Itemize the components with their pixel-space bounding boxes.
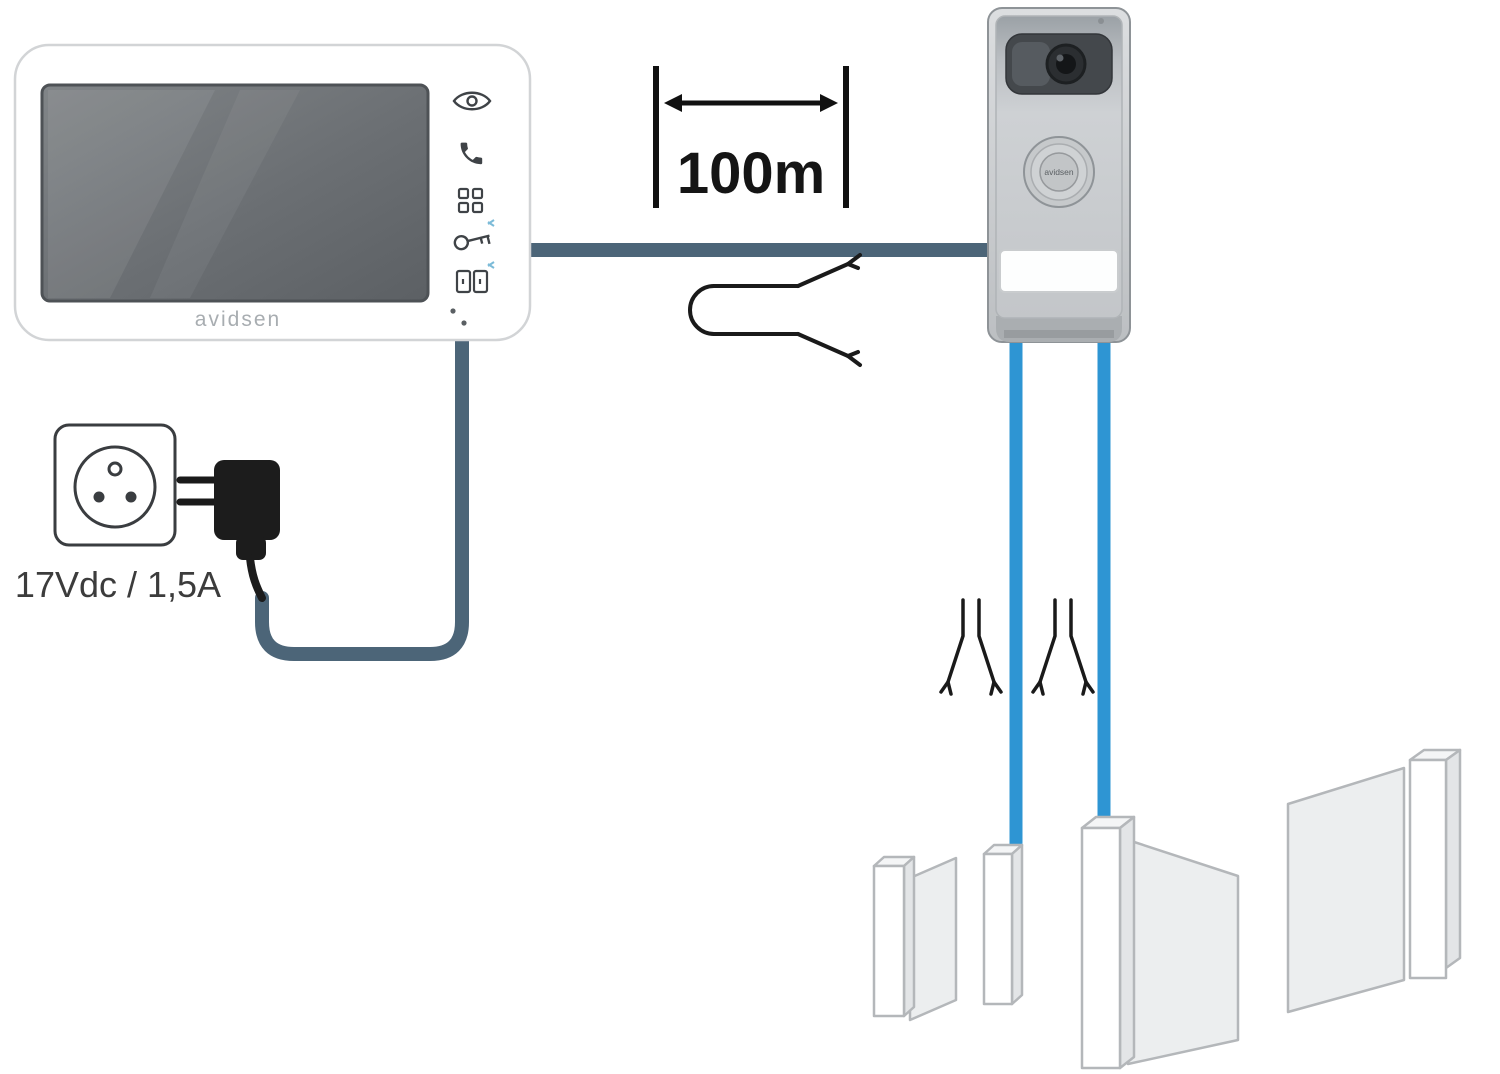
power-adapter — [176, 460, 280, 602]
arrowhead-left — [664, 94, 682, 112]
indoor-monitor: avidsen — [13, 43, 532, 342]
driveway-gate — [1080, 748, 1462, 1070]
post-side — [1118, 815, 1136, 1070]
cable-splice-icon — [688, 253, 862, 367]
post-side — [902, 855, 916, 1018]
wire-end-icon-1 — [939, 598, 1003, 696]
plug-prongs — [176, 476, 220, 506]
gate-panel — [1126, 838, 1240, 1066]
phone-icon — [460, 142, 483, 165]
camera-module — [1005, 33, 1113, 95]
gate-panel — [1286, 766, 1406, 1014]
ir-window — [1012, 42, 1050, 86]
door-release-icon — [455, 269, 489, 294]
distance-label: 100m — [677, 141, 825, 206]
gate-panel — [908, 856, 958, 1022]
adapter-cord — [246, 554, 266, 602]
screen-reflection — [48, 90, 215, 298]
strain-relief — [236, 536, 266, 560]
socket-icon — [73, 445, 157, 529]
eye-icon — [452, 91, 492, 111]
post-front — [1408, 758, 1448, 980]
doorbell-base — [996, 316, 1122, 342]
post-side — [1010, 843, 1024, 1006]
wire-end-icon-2 — [1031, 598, 1095, 696]
monitor-brand-label: avidsen — [195, 308, 281, 331]
menu-grid-icon — [457, 187, 484, 214]
post-front — [1080, 826, 1122, 1070]
power-cable — [255, 329, 469, 661]
post-front — [982, 852, 1014, 1006]
screen-reflection — [150, 90, 300, 298]
arrowhead-right — [820, 94, 838, 112]
socket-hole — [125, 491, 137, 503]
socket-hole — [93, 491, 105, 503]
adapter-body — [214, 460, 280, 540]
call-button: avidsen — [1023, 136, 1095, 208]
monitor-screen — [40, 83, 430, 303]
lens-glint — [1056, 54, 1064, 62]
screw — [1098, 18, 1104, 24]
door-indicator — [487, 261, 495, 269]
distance-measurement: 100m — [653, 66, 849, 208]
base-lip — [1004, 330, 1114, 338]
power-spec-label: 17Vdc / 1,5A — [15, 564, 221, 605]
pedestrian-gate — [872, 843, 1024, 1022]
power-outlet — [53, 423, 177, 547]
key-indicator — [487, 219, 495, 227]
nameplate — [999, 249, 1119, 293]
post-front — [872, 864, 906, 1018]
post-side — [1444, 748, 1462, 970]
outdoor-doorbell: avidsen — [987, 7, 1131, 343]
ground-pin — [107, 461, 123, 477]
mic-dots — [450, 308, 467, 326]
key-icon — [453, 234, 491, 251]
doorbell-brand-label: avidsen — [1044, 167, 1074, 177]
